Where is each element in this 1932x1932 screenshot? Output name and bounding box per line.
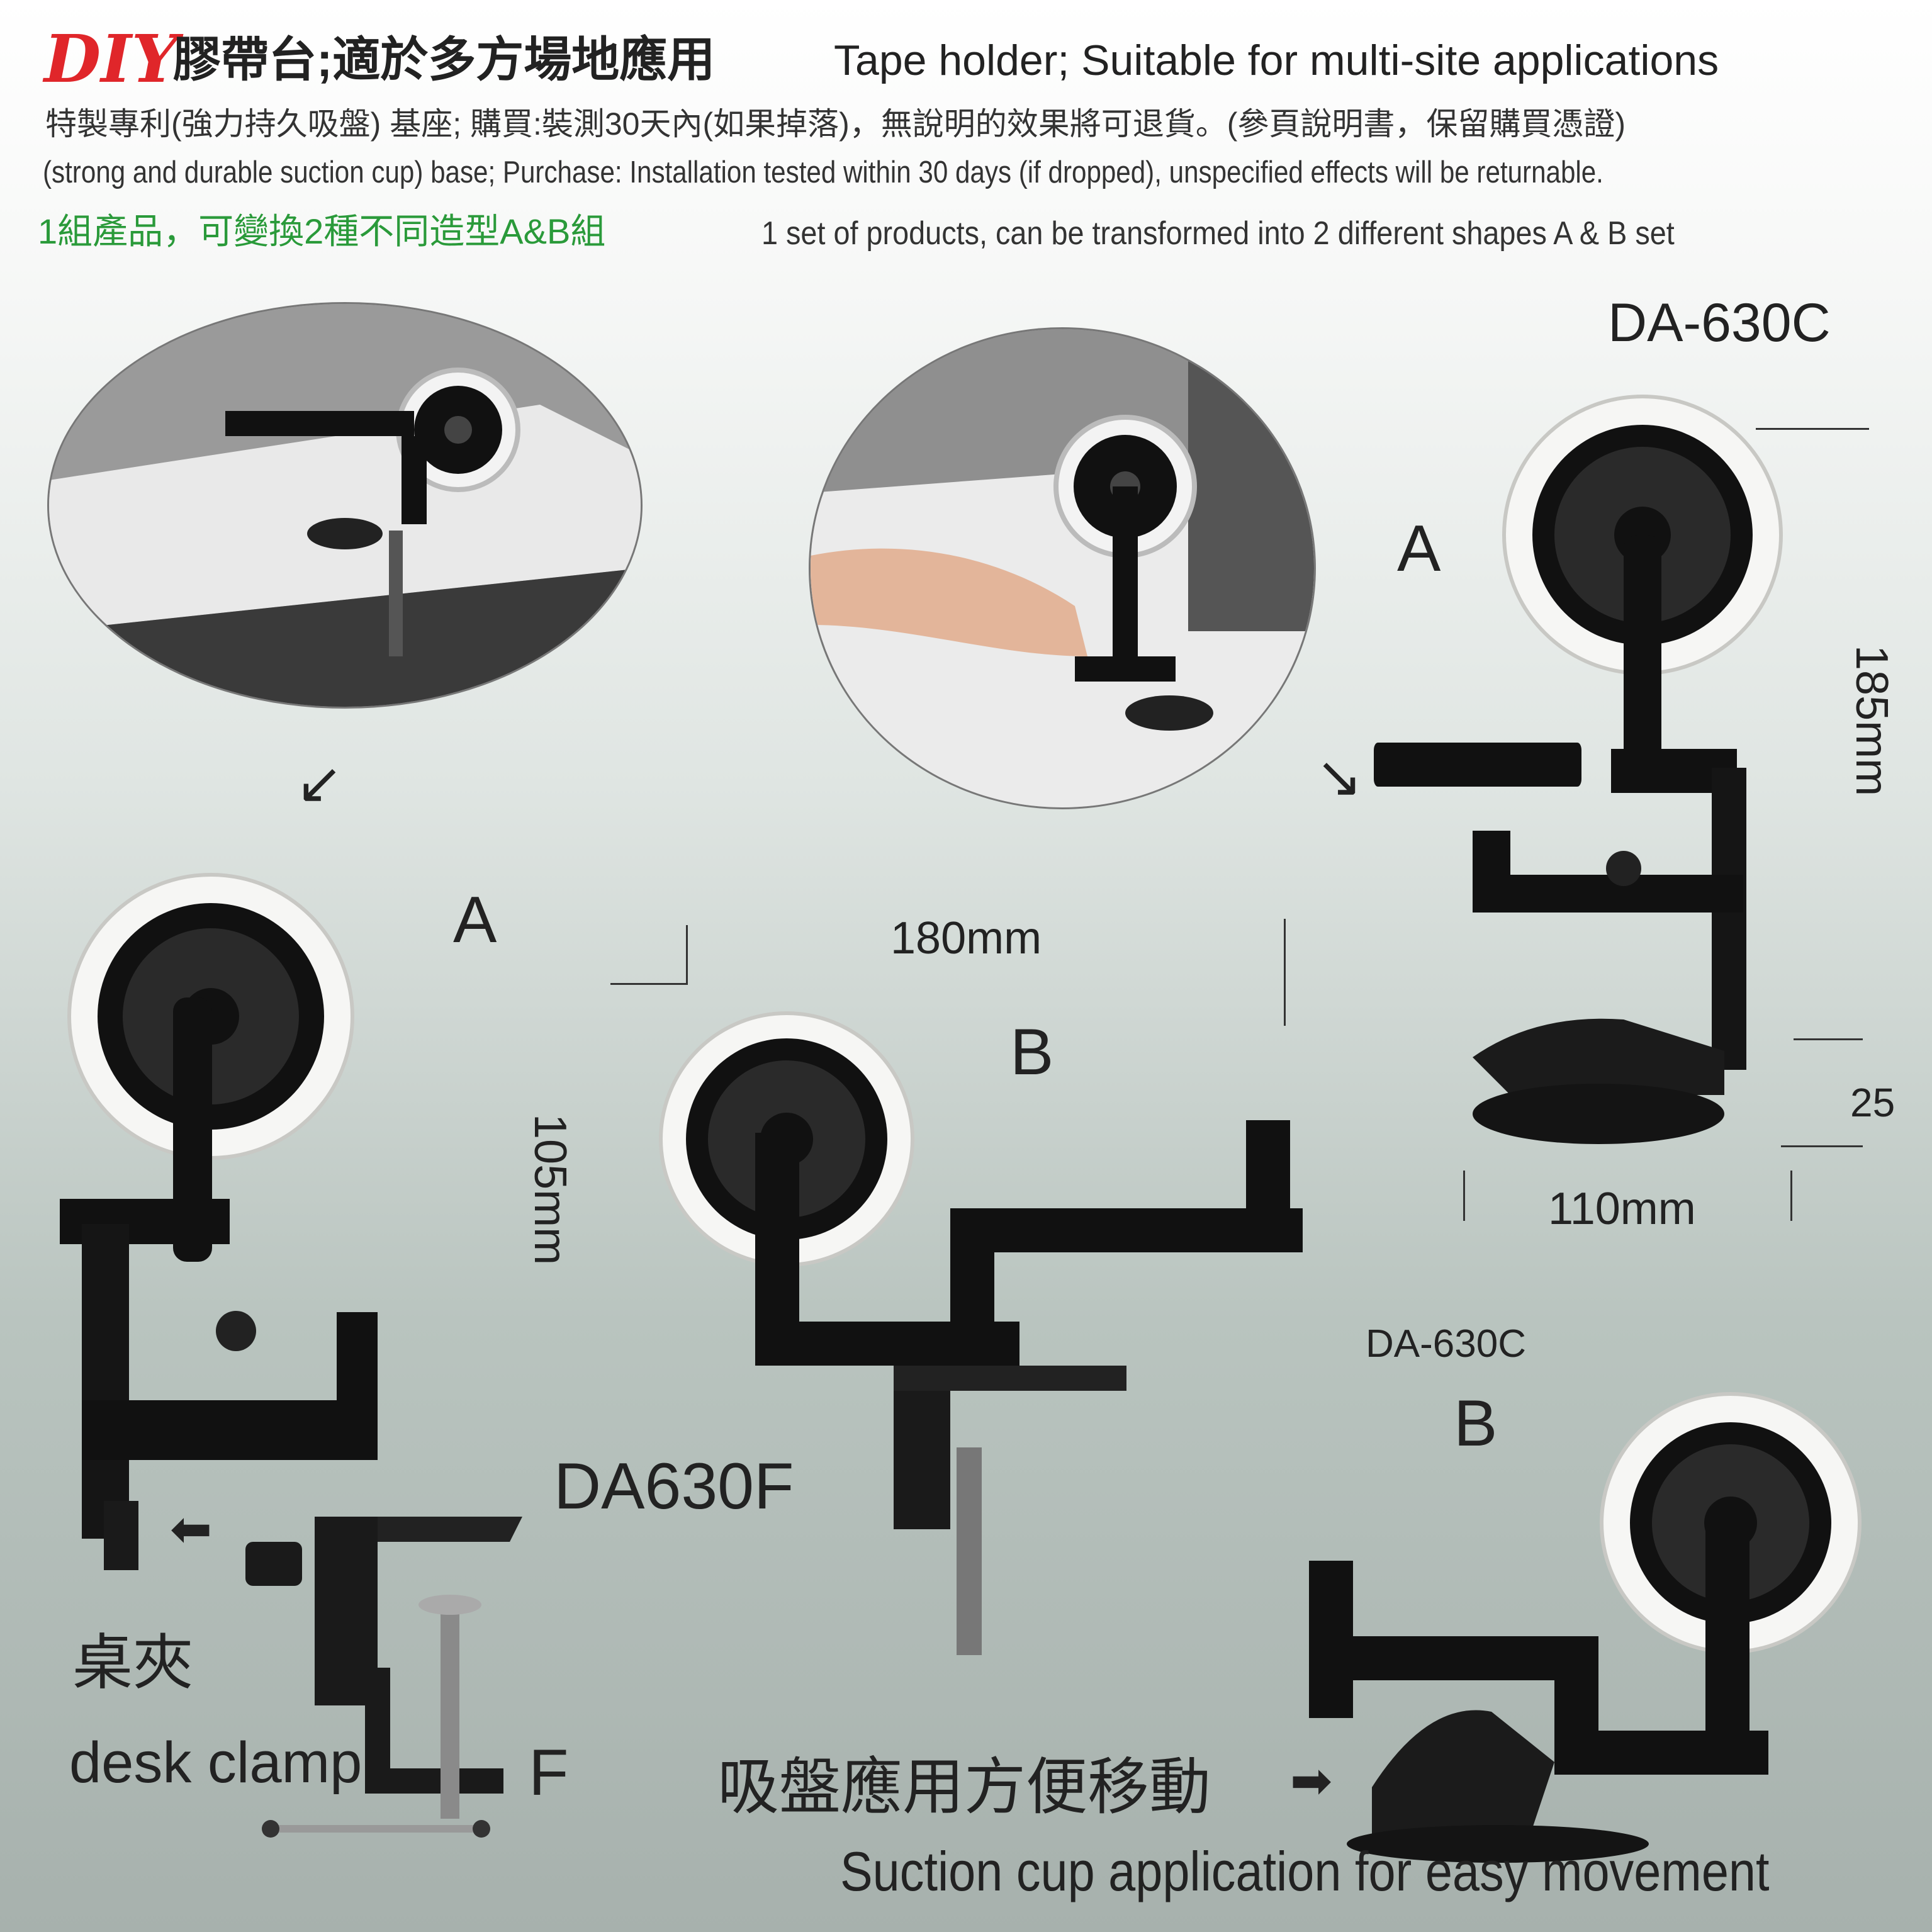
desk-clamp-part	[245, 1517, 522, 1838]
dimension-line-base-top	[1800, 1038, 1863, 1040]
shape-label-a-top: A	[1397, 512, 1441, 585]
dimension-height-a: 185mm	[1846, 645, 1897, 797]
title-chinese: 膠帶台;適於多方場地應用	[173, 33, 716, 87]
dimension-line-width-left	[686, 925, 688, 985]
desk-clamp-english: desk clamp	[69, 1731, 362, 1795]
product-b-suction	[1309, 1392, 1862, 1863]
dimension-height-b: 105mm	[525, 1114, 575, 1266]
suction-caption-chinese: 吸盤應用方便移動	[717, 1752, 1211, 1821]
dimension-line-base-w-right	[1790, 1171, 1792, 1221]
diy-logo: DIY	[44, 20, 179, 98]
dimension-line-width-right	[1284, 919, 1286, 1026]
dimension-base-width: 110mm	[1548, 1184, 1696, 1234]
shape-label-b-right: B	[1454, 1387, 1498, 1460]
warranty-text-chinese: 特製專利(強力持久吸盤) 基座; 購買:裝測30天內(如果掉落)，無說明的效果將…	[45, 106, 1626, 142]
usage-photo-clamp	[47, 302, 643, 709]
dimension-line-base-w-left	[1463, 1171, 1465, 1221]
usage-photo-hand-art	[811, 329, 1314, 807]
warranty-text-english: (strong and durable suction cup) base; P…	[43, 155, 1603, 189]
dimension-line-height-a-top	[1756, 428, 1869, 430]
arrow-left-icon: ⬅	[170, 1501, 213, 1557]
part-label-f: F	[529, 1736, 569, 1809]
arrow-down-right-icon: ↘	[1315, 746, 1363, 809]
arrow-right-icon: ➡	[1290, 1753, 1333, 1809]
set-info-english: 1 set of products, can be transformed in…	[761, 215, 1675, 252]
product-a-suction	[1374, 395, 1783, 1144]
dimension-line-width-left-foot	[610, 983, 687, 985]
model-label-top: DA-630C	[1608, 293, 1831, 353]
desk-clamp-chinese: 桌夾	[72, 1629, 193, 1697]
model-label-f: DA630F	[554, 1450, 794, 1523]
set-info-chinese: 1組產品，可變換2種不同造型A&B組	[38, 211, 606, 251]
suction-caption-english: Suction cup application for easy movemen…	[840, 1840, 1770, 1902]
usage-photo-hand	[809, 327, 1316, 809]
product-b-clamp	[659, 1011, 1303, 1655]
dimension-line-base-bottom	[1781, 1145, 1863, 1147]
product-a-clamp-base	[60, 873, 378, 1570]
dimension-width-b: 180mm	[890, 913, 1042, 963]
shape-label-b-center: B	[1010, 1016, 1054, 1089]
title-english: Tape holder; Suitable for multi-site app…	[834, 37, 1719, 84]
shape-label-a-left: A	[453, 884, 497, 957]
dimension-base-height: 25	[1850, 1080, 1895, 1125]
usage-photo-clamp-art	[49, 304, 641, 707]
arrow-down-left-icon: ↙	[296, 752, 344, 815]
model-label-small: DA-630C	[1366, 1322, 1526, 1366]
